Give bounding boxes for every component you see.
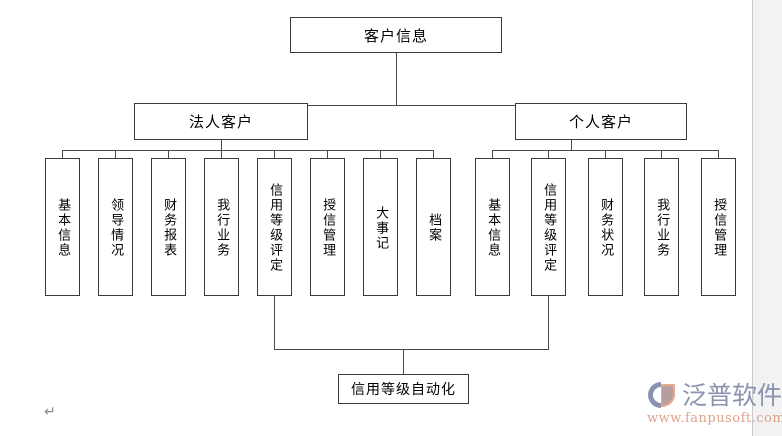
connector-drop-i4 [661,150,662,158]
node-root-label: 客户信息 [363,26,428,45]
connector-drop-c3 [168,150,169,158]
paragraph-mark-icon: ↵ [44,404,56,420]
node-indiv-leaf-2-label: 信用等级评定 [541,183,557,273]
node-corp-leaf-1-label: 基本信息 [55,198,71,258]
connector-drop-i3 [605,150,606,158]
node-corporate-label: 法人客户 [188,113,253,131]
connector-corporate-leaf-bus [62,150,433,151]
node-individual-label: 个人客户 [568,113,633,131]
node-corp-leaf-2[interactable]: 领导情况 [98,158,133,296]
connector-bottom-bus [274,349,549,350]
node-root[interactable]: 客户信息 [290,17,502,53]
node-indiv-leaf-3-label: 财务状况 [598,198,614,258]
connector-drop-i5 [718,150,719,158]
node-corp-leaf-5[interactable]: 信用等级评定 [257,158,292,296]
node-corp-leaf-7-label: 大事记 [373,205,389,251]
connector-individual-down [571,140,572,150]
node-indiv-leaf-3[interactable]: 财务状况 [588,158,623,296]
diagram-canvas: 客户信息 法人客户 个人客户 基本信息 领导情况 财务报表 我行业务 信用等级评… [45,17,736,404]
connector-drop-i2 [548,150,549,158]
node-corp-leaf-6-label: 授信管理 [320,198,336,258]
node-indiv-leaf-5-label: 授信管理 [711,198,727,258]
node-indiv-leaf-5[interactable]: 授信管理 [701,158,736,296]
connector-drop-c4 [221,150,222,158]
node-corp-leaf-5-label: 信用等级评定 [267,183,283,273]
node-individual[interactable]: 个人客户 [515,103,687,140]
node-corp-leaf-3-label: 财务报表 [161,198,177,258]
connector-drop-c5 [274,150,275,158]
node-indiv-leaf-4-label: 我行业务 [654,198,670,258]
node-indiv-leaf-4[interactable]: 我行业务 [644,158,679,296]
node-indiv-leaf-2[interactable]: 信用等级评定 [531,158,566,296]
connector-level2-bus [221,105,572,106]
node-bottom[interactable]: 信用等级自动化 [338,374,469,404]
connector-corporate-down [221,140,222,150]
connector-drop-c7 [380,150,381,158]
connector-rating-corp-down [274,296,275,349]
node-corp-leaf-6[interactable]: 授信管理 [310,158,345,296]
connector-drop-c8 [433,150,434,158]
node-corp-leaf-8[interactable]: 档案 [416,158,451,296]
node-corp-leaf-8-label: 档案 [426,213,442,243]
connector-rating-indiv-down [548,296,549,349]
connector-drop-i1 [492,150,493,158]
connector-root-down [396,53,397,105]
connector-drop-c2 [115,150,116,158]
page-right-gutter [752,0,782,436]
node-corp-leaf-2-label: 领导情况 [108,198,124,258]
node-corp-leaf-1[interactable]: 基本信息 [45,158,80,296]
node-corporate[interactable]: 法人客户 [134,103,308,140]
node-corp-leaf-7[interactable]: 大事记 [363,158,398,296]
node-corp-leaf-4-label: 我行业务 [214,198,230,258]
node-indiv-leaf-1[interactable]: 基本信息 [475,158,510,296]
node-corp-leaf-3[interactable]: 财务报表 [151,158,186,296]
node-corp-leaf-4[interactable]: 我行业务 [204,158,239,296]
node-indiv-leaf-1-label: 基本信息 [485,198,501,258]
connector-drop-c1 [62,150,63,158]
connector-bottom-down [403,349,404,374]
node-bottom-label: 信用等级自动化 [351,382,456,398]
connector-drop-c6 [327,150,328,158]
